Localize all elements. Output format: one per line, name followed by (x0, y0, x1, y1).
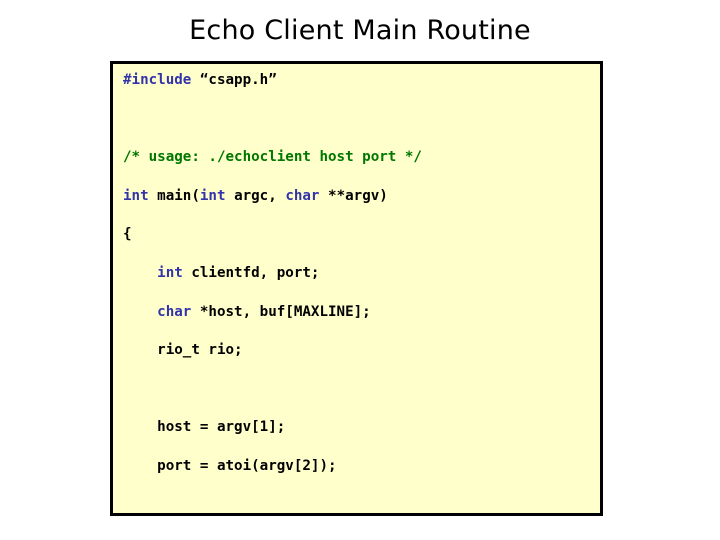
page-title: Echo Client Main Routine (189, 15, 531, 46)
code-token-pln (123, 265, 157, 281)
code-token-pln: clientfd, port; (191, 264, 320, 281)
code-token-kw: int (157, 264, 192, 281)
code-line: { (123, 225, 600, 244)
code-line: char *host, buf[MAXLINE]; (123, 303, 600, 322)
code-block-panel: #include “csapp.h” ​ /* usage: ./echocli… (110, 61, 603, 516)
code-token-pln (123, 304, 157, 320)
code-line: ​ (123, 110, 600, 129)
code-token-kw: int (199, 187, 235, 204)
code-token-pre: #include (123, 72, 200, 88)
code-line: ​ (123, 496, 600, 513)
code-token-pln: { (123, 226, 132, 243)
code-line: port = atoi(argv[2]); (123, 457, 600, 476)
code-line: int main(int argc, char **argv) (123, 187, 600, 206)
code-token-kw: int (123, 187, 158, 204)
code-line: /* usage: ./echoclient host port */ (123, 148, 600, 167)
code-token-pln: “csapp.h” (199, 72, 277, 88)
code-token-pln: rio_t rio; (123, 342, 243, 359)
code-token-pln: *host, buf[MAXLINE]; (199, 303, 371, 320)
code-token-pln: main( (157, 187, 200, 204)
code-line: #include “csapp.h” (123, 71, 600, 90)
code-token-pln: argc, (234, 187, 286, 204)
code-line: host = argv[1]; (123, 418, 600, 437)
code-line: int clientfd, port; (123, 264, 600, 283)
code-listing: #include “csapp.h” ​ /* usage: ./echocli… (113, 64, 600, 513)
code-token-pln: host = argv[1]; (123, 419, 286, 436)
code-line: rio_t rio; (123, 341, 600, 360)
code-token-cmt: /* usage: ./echoclient host port */ (123, 149, 422, 166)
code-token-kw: char (285, 187, 329, 204)
code-line: ​ (123, 380, 600, 399)
code-token-pln: port = atoi(argv[2]); (123, 457, 337, 474)
code-token-kw: char (157, 303, 200, 320)
code-token-pln: **argv) (328, 187, 388, 204)
